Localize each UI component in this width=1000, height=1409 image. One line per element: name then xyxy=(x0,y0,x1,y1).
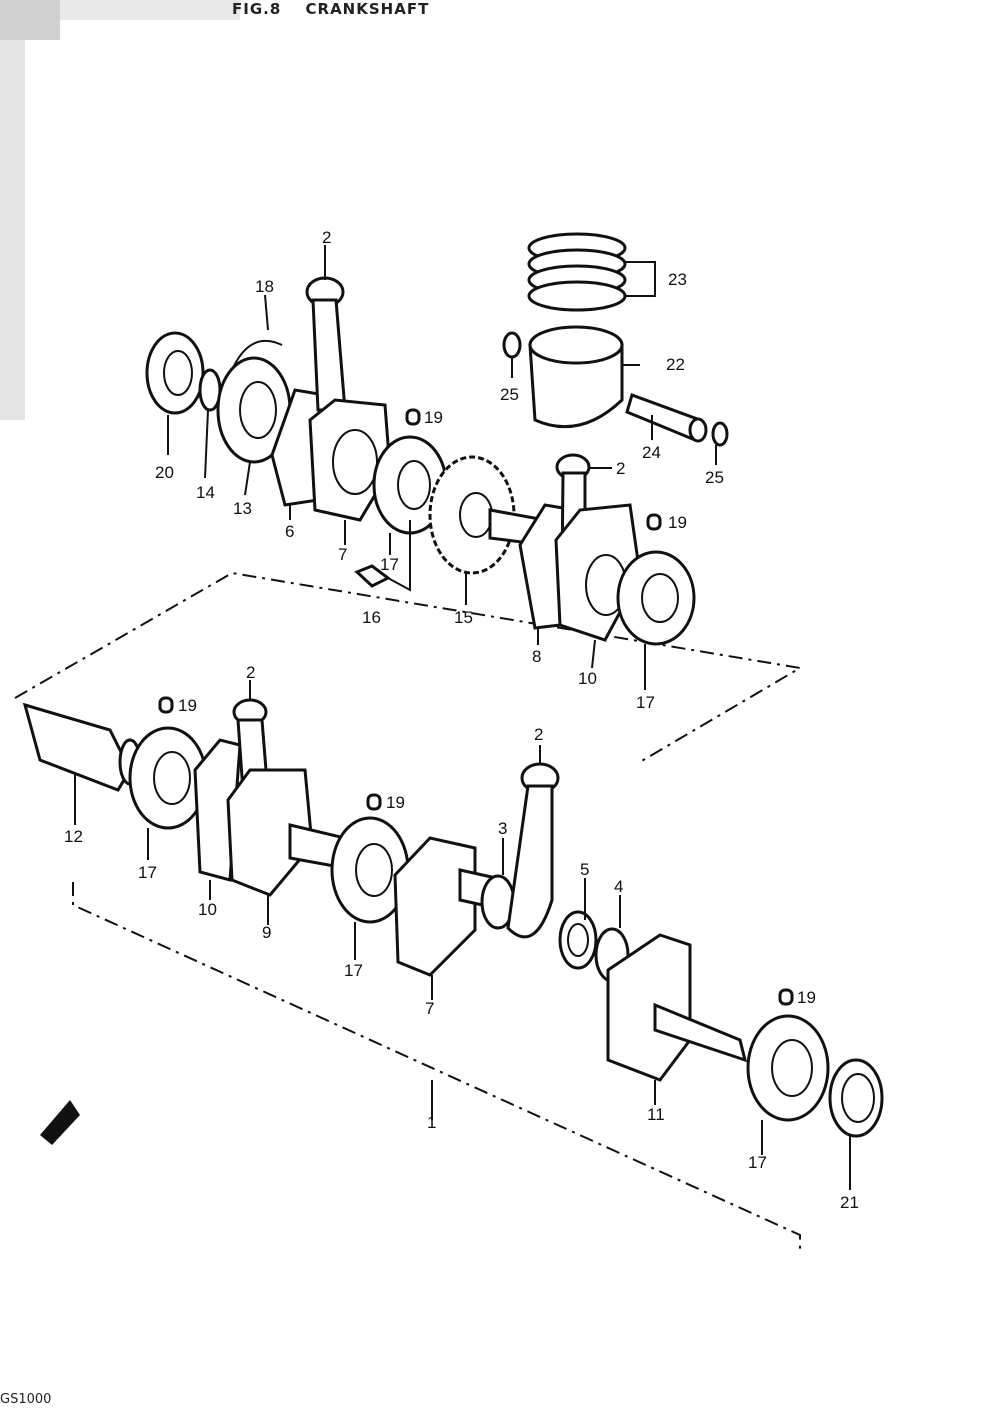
part-label-1: 1 xyxy=(427,1113,436,1132)
diagram-title: CRANKSHAFT xyxy=(305,0,430,18)
part-label-21: 21 xyxy=(840,1193,859,1212)
part-label-8: 8 xyxy=(532,647,541,666)
part-label-13: 13 xyxy=(233,499,252,518)
upper-group-bracket xyxy=(14,571,803,763)
circlip-25-left xyxy=(502,331,522,359)
part-label-19: 19 xyxy=(424,408,443,427)
crankshaft-end-12 xyxy=(22,702,142,792)
part-label-2: 2 xyxy=(534,725,543,744)
part-label-19: 19 xyxy=(668,513,687,532)
part-label-17: 17 xyxy=(138,863,157,882)
part-label-10: 10 xyxy=(198,900,217,919)
crank-web-9 xyxy=(226,768,347,897)
part-label-10: 10 xyxy=(578,669,597,688)
conrod-2-lower-right xyxy=(506,762,560,939)
part-label-24: 24 xyxy=(642,443,661,462)
bearing-17-upper-b xyxy=(616,550,696,646)
part-label-20: 20 xyxy=(155,463,174,482)
part-label-18: 18 xyxy=(255,277,274,296)
piston-22 xyxy=(528,325,640,429)
model-code: GS1000 xyxy=(0,1392,52,1407)
front-arrow-icon xyxy=(40,1100,80,1145)
needle-bearing-5 xyxy=(558,910,598,970)
part-label-2: 2 xyxy=(322,228,331,247)
figure-label: FIG.8 xyxy=(232,0,282,18)
part-label-12: 12 xyxy=(64,827,83,846)
conrod-2-upper-left xyxy=(305,276,347,412)
part-label-14: 14 xyxy=(196,483,215,502)
bolt-16-leader xyxy=(387,520,411,592)
oil-seal-21 xyxy=(828,1058,884,1138)
part-label-17: 17 xyxy=(748,1153,767,1172)
part-label-7: 7 xyxy=(338,545,347,564)
piston-pin-24 xyxy=(625,393,708,443)
diagram-header: FIG.8 CRANKSHAFT xyxy=(232,0,447,18)
piston-rings-23 xyxy=(527,232,656,312)
part-labels: 2 18 20 14 13 6 7 17 16 15 8 10 17 2 23 … xyxy=(64,228,859,1212)
part-label-11: 11 xyxy=(647,1105,665,1124)
scan-noise xyxy=(0,0,240,420)
bearing-17-lower-c xyxy=(746,1014,830,1122)
part-label-9: 9 xyxy=(262,923,271,942)
part-label-17: 17 xyxy=(344,961,363,980)
part-label-25: 25 xyxy=(705,468,724,487)
part-label-3: 3 xyxy=(498,819,507,838)
part-label-22: 22 xyxy=(666,355,685,374)
part-label-15: 15 xyxy=(454,608,473,627)
part-label-4: 4 xyxy=(614,877,623,896)
crank-web-11 xyxy=(606,933,748,1082)
part-label-16: 16 xyxy=(362,608,381,627)
part-label-6: 6 xyxy=(285,522,294,541)
part-label-17: 17 xyxy=(380,555,399,574)
part-label-7: 7 xyxy=(425,999,434,1018)
part-label-2: 2 xyxy=(616,459,625,478)
part-label-19: 19 xyxy=(797,988,816,1007)
part-label-19: 19 xyxy=(178,696,197,715)
bearing-13 xyxy=(216,356,292,464)
lower-group-bracket xyxy=(72,882,801,1250)
part-label-19: 19 xyxy=(386,793,405,812)
part-label-25: 25 xyxy=(500,385,519,404)
oil-seal-20 xyxy=(145,331,205,415)
leader-lines xyxy=(74,245,851,1190)
part-label-5: 5 xyxy=(580,860,589,879)
part-label-17: 17 xyxy=(636,693,655,712)
circlip-25-right xyxy=(711,421,729,447)
part-label-23: 23 xyxy=(668,270,687,289)
part-label-2: 2 xyxy=(246,663,255,682)
pin-19-symbols xyxy=(158,408,794,1006)
retainer-18 xyxy=(231,340,283,371)
